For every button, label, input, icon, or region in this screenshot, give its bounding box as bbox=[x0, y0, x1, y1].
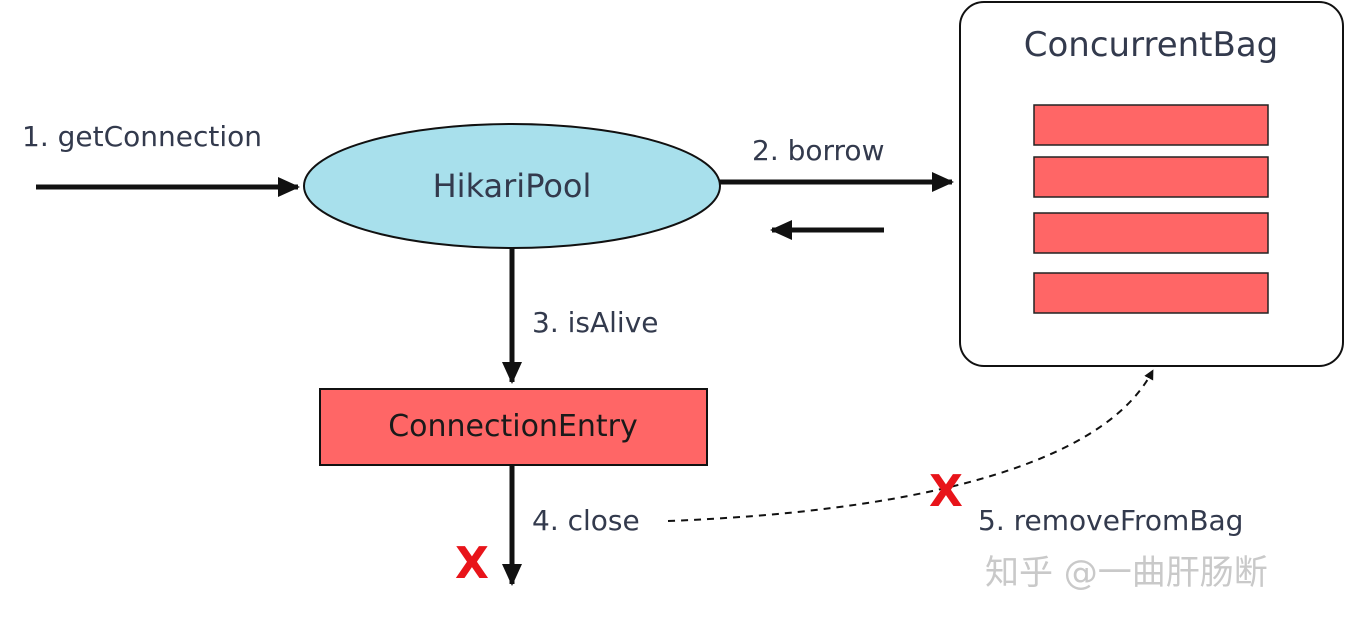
connection-entry-label: ConnectionEntry bbox=[388, 409, 638, 444]
hikari-pool-label: HikariPool bbox=[433, 167, 592, 205]
close-fail-mark: X bbox=[455, 538, 489, 589]
remove-fail-mark: X bbox=[929, 466, 963, 517]
bag-slot bbox=[1033, 272, 1269, 314]
concurrent-bag-title: ConcurrentBag bbox=[1024, 25, 1279, 65]
remove-from-bag-arrow bbox=[667, 369, 1154, 522]
watermark: 知乎 @一曲肝肠断 bbox=[985, 553, 1268, 593]
bag-slot bbox=[1033, 156, 1269, 198]
remove-from-bag-label: 5. removeFromBag bbox=[978, 504, 1243, 537]
bag-slot bbox=[1033, 104, 1269, 146]
get-connection-label: 1. getConnection bbox=[22, 120, 262, 153]
close-label: 4. close bbox=[532, 504, 640, 537]
is-alive-label: 3. isAlive bbox=[532, 306, 659, 339]
bag-slot bbox=[1033, 212, 1269, 254]
borrow-label: 2. borrow bbox=[752, 134, 884, 167]
